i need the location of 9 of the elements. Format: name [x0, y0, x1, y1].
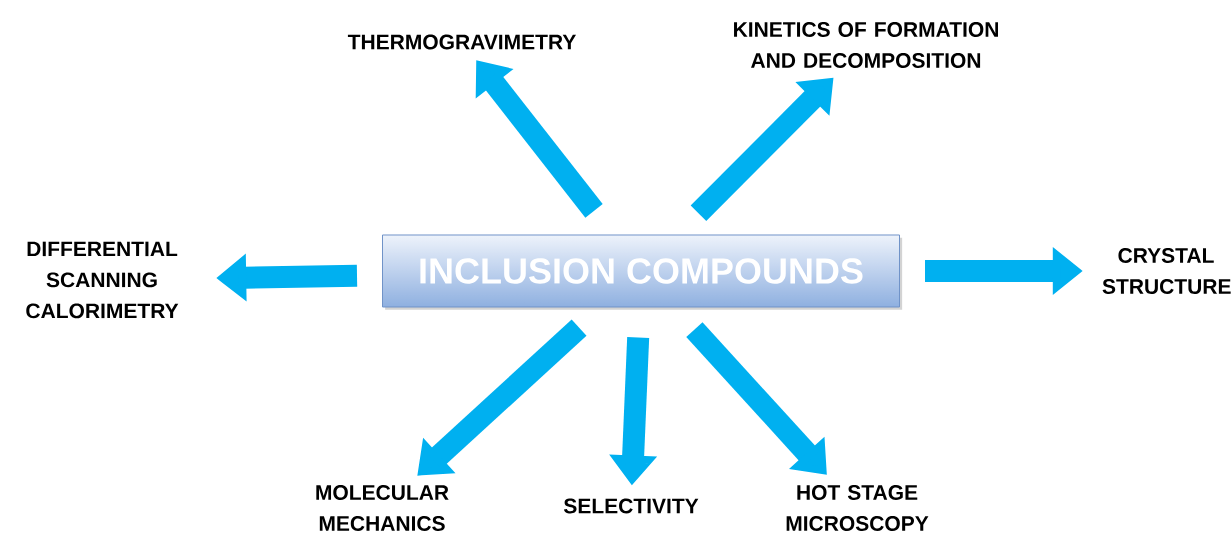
method-label: THERMOGRAVIMETRY	[347, 34, 576, 50]
method-label: HOT STAGE MICROSCOPY	[786, 485, 929, 531]
arrow	[686, 322, 827, 475]
title-box: INCLUSION COMPOUNDS	[382, 234, 903, 310]
method-label: KINETICS OF FORMATION AND DECOMPOSITION	[734, 22, 998, 68]
method-label: SELECTIVITY	[563, 498, 699, 514]
method-label: DIFFERENTIAL SCANNING CALORIMETRY	[26, 241, 179, 319]
method-label: MOLECULAR MECHANICS	[316, 485, 449, 531]
method-label: CRYSTAL STRUCTURE	[1102, 248, 1231, 294]
